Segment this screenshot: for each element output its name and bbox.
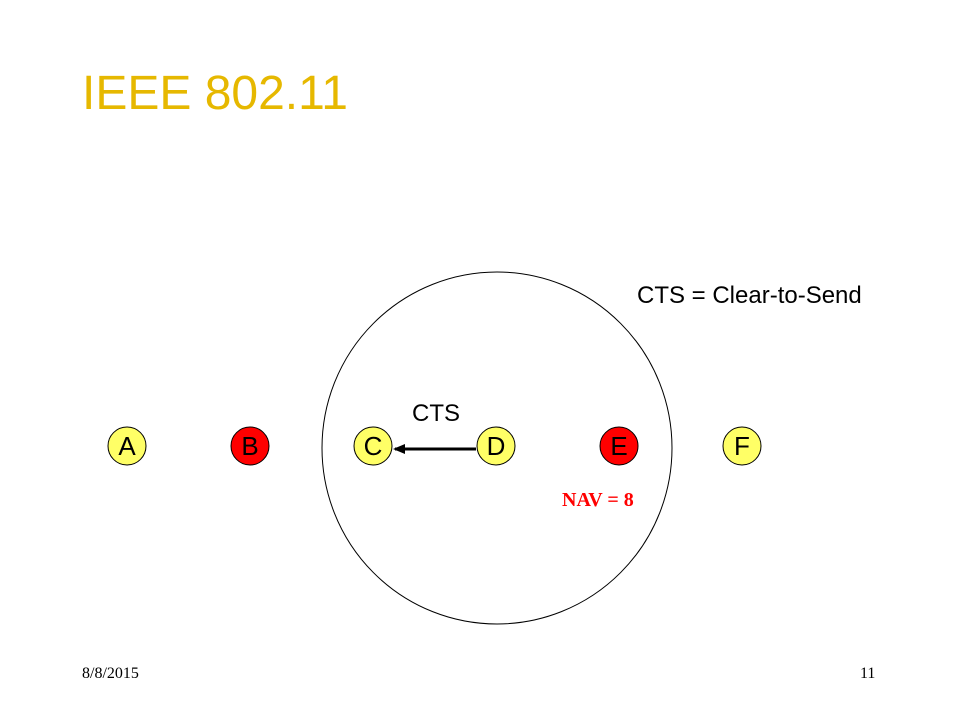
node-b-label: B <box>241 431 258 461</box>
cts-definition: CTS = Clear-to-Send <box>637 282 862 309</box>
node-a-circle <box>107 426 147 466</box>
cts-message-label: CTS <box>412 400 460 427</box>
nav-label: NAV = 8 <box>562 489 634 511</box>
slide-title: IEEE 802.11 <box>82 67 348 120</box>
node-f-circle <box>722 426 762 466</box>
node-e-label: E <box>610 431 627 461</box>
node-d-circle <box>476 426 516 466</box>
node-c-circle <box>353 426 393 466</box>
node-d-label: D <box>487 431 506 461</box>
node-c-label: C <box>364 431 383 461</box>
page-number: 11 <box>860 665 876 682</box>
node-e-circle <box>599 426 639 466</box>
transmission-range-circle <box>321 271 673 625</box>
footer-date: 8/8/2015 <box>82 665 139 682</box>
node-f-label: F <box>734 431 750 461</box>
node-a-label: A <box>118 431 136 461</box>
node-b-circle <box>230 426 270 466</box>
